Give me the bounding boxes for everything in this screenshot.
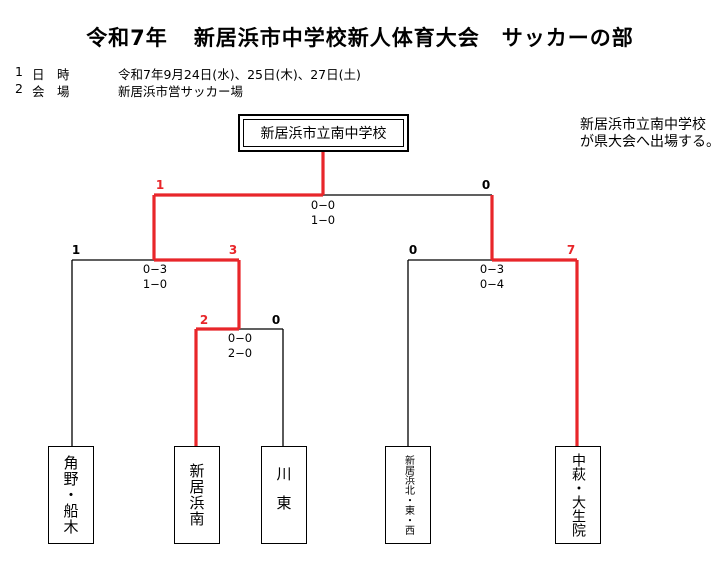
- note-line-2: が県大会へ出場する。: [580, 134, 720, 150]
- final-right-score: 0: [482, 178, 490, 192]
- team-box-3: 川東: [261, 446, 307, 544]
- bracket-black-lines: [71, 194, 492, 446]
- team-name-4: 新居浜北・東・西: [402, 455, 414, 535]
- team-box-4: 新居浜北・東・西: [385, 446, 431, 544]
- team-box-5: 中萩・大生院: [555, 446, 601, 544]
- team-name-2: 新居浜南: [187, 463, 206, 527]
- final-result: 1−0: [311, 213, 335, 227]
- bracket-winner-path: [152, 152, 579, 446]
- sf-left-result: 1−0: [143, 277, 167, 291]
- sf-right-result: 0−4: [480, 277, 504, 291]
- sf-right-right-score: 7: [567, 243, 575, 257]
- r1-result: 2−0: [228, 346, 252, 360]
- final-pk: 0−0: [311, 198, 335, 212]
- title-event: 新居浜市中学校新人体育大会 サッカーの部: [193, 26, 634, 50]
- final-left-score: 1: [156, 178, 164, 192]
- info-label-venue: 会 場: [32, 84, 70, 99]
- champion-name: 新居浜市立南中学校: [243, 119, 404, 147]
- team-name-1: 角野・船木: [61, 455, 80, 535]
- info-num-1: 1: [15, 64, 23, 79]
- team-box-1: 角野・船木: [48, 446, 94, 544]
- champion-box: 新居浜市立南中学校: [238, 114, 409, 152]
- sf-right-left-score: 0: [409, 243, 417, 257]
- sf-left-right-score: 3: [229, 243, 237, 257]
- r1-pk: 0−0: [228, 331, 252, 345]
- sf-left-pk: 0−3: [143, 262, 167, 276]
- team-name-5: 中萩・大生院: [570, 453, 586, 537]
- team-box-2: 新居浜南: [174, 446, 220, 544]
- title-year: 令和7年: [86, 26, 168, 50]
- note-line-1: 新居浜市立南中学校: [580, 117, 706, 133]
- qualification-note: 新居浜市立南中学校 が県大会へ出場する。: [580, 117, 720, 151]
- bracket-scores: 1 0 1 3 0 7 2 0: [72, 178, 575, 327]
- bracket-details: 0−0 1−0 0−3 1−0 0−3 0−4 0−0 2−0: [143, 198, 504, 360]
- r1-right-score: 0: [272, 313, 280, 327]
- info-value-date: 令和7年9月24日(水)、25日(木)、27日(土): [118, 67, 361, 82]
- r1-left-score: 2: [200, 313, 208, 327]
- sf-right-pk: 0−3: [480, 262, 504, 276]
- sf-left-left-score: 1: [72, 243, 80, 257]
- info-num-2: 2: [15, 81, 23, 96]
- team-name-3: 川東: [274, 466, 293, 524]
- page-title: 令和7年 新居浜市中学校新人体育大会 サッカーの部: [0, 22, 720, 52]
- info-value-venue: 新居浜市営サッカー場: [118, 84, 244, 99]
- info-label-date: 日 時: [32, 67, 70, 82]
